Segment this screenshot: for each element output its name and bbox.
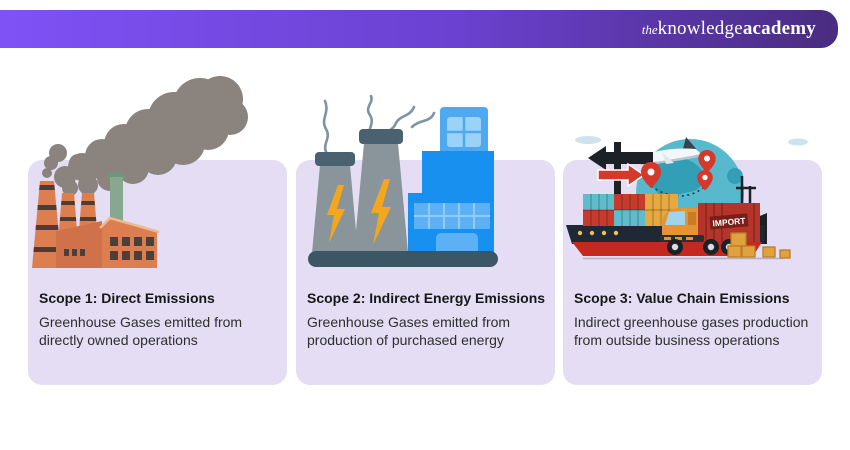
scope1-title: Scope 1: Direct Emissions — [39, 290, 215, 306]
scope1-description: Greenhouse Gases emitted from directly o… — [39, 314, 243, 348]
scope1-text-block: Scope 1: Direct Emissions Greenhouse Gas… — [39, 290, 277, 349]
logo-the: the — [641, 22, 658, 37]
logo-academy: academy — [742, 18, 816, 39]
scope2-text-block: Scope 2: Indirect Energy Emissions Green… — [307, 290, 545, 349]
scope3-card: Scope 3: Value Chain Emissions Indirect … — [563, 160, 822, 385]
knowledge-academy-logo: theknowledgeacademy — [642, 18, 816, 40]
scope3-text-block: Scope 3: Value Chain Emissions Indirect … — [574, 290, 812, 349]
header-bar: theknowledgeacademy — [0, 10, 838, 48]
scope2-description: Greenhouse Gases emitted from production… — [307, 314, 511, 348]
scope3-description: Indirect greenhouse gases production fro… — [574, 314, 809, 348]
cloud-icon — [575, 136, 808, 146]
scope2-card: Scope 2: Indirect Energy Emissions Green… — [296, 160, 555, 385]
steam-wisps — [322, 95, 436, 157]
scope3-title: Scope 3: Value Chain Emissions — [574, 290, 790, 306]
logo-knowledge: knowledge — [657, 18, 743, 39]
scope2-title: Scope 2: Indirect Energy Emissions — [307, 290, 546, 306]
scope1-card: Scope 1: Direct Emissions Greenhouse Gas… — [28, 160, 287, 385]
